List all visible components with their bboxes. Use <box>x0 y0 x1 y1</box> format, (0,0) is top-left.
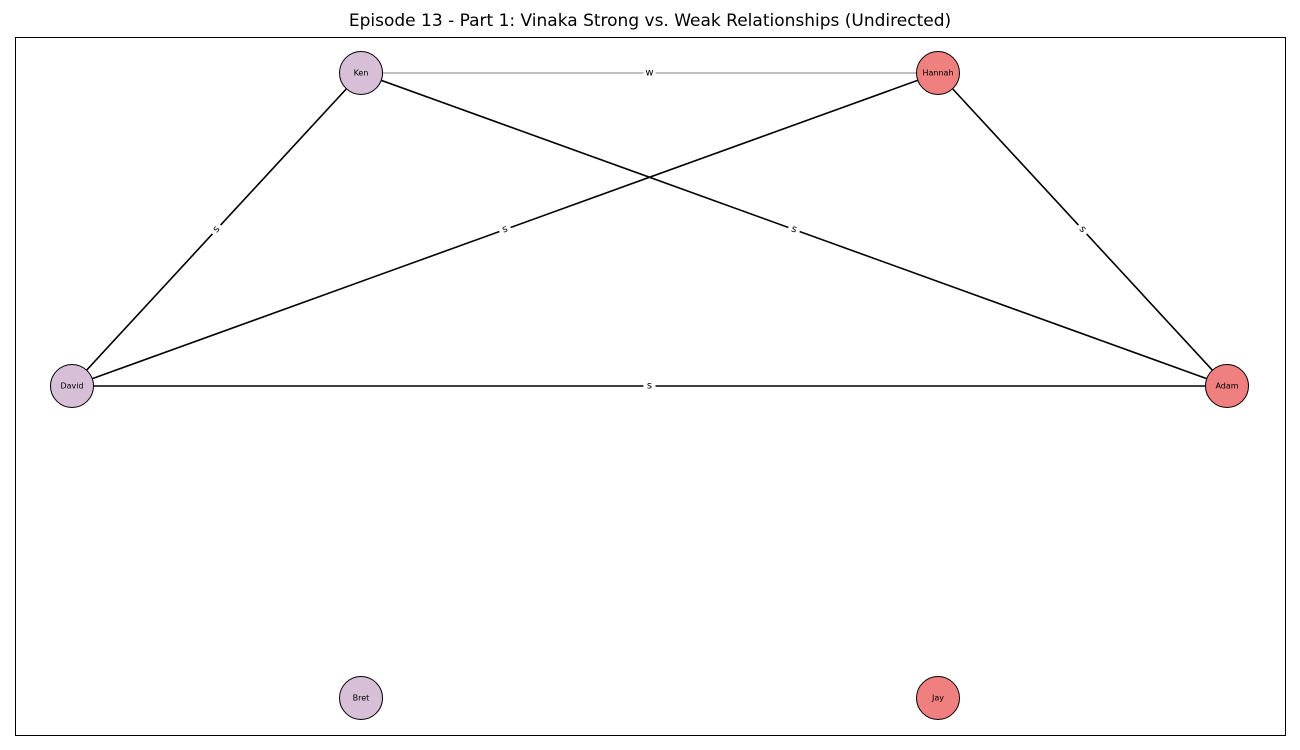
node-hannah: Hannah <box>916 51 960 95</box>
edge-label-group-hannah-adam: s <box>1074 221 1091 238</box>
diagram-title: Episode 13 - Part 1: Vinaka Strong vs. W… <box>348 11 952 31</box>
node-adam: Adam <box>1205 364 1249 408</box>
edge-label-group-hannah-david: s <box>497 221 513 238</box>
edges-layer <box>71 72 1228 387</box>
edge-label: s <box>211 224 223 235</box>
edge-label-group-david-adam: s <box>643 380 656 392</box>
node-label: Bret <box>353 694 370 703</box>
edge-label-background <box>786 221 802 238</box>
edge-labels-layer: w s s s s s <box>208 67 1091 392</box>
edge-label: s <box>1077 224 1089 235</box>
edge-label: s <box>501 223 510 235</box>
plot-frame <box>15 37 1286 736</box>
node-circle <box>339 676 383 720</box>
edge-label-group-ken-hannah: w <box>643 67 656 79</box>
node-jay: Jay <box>916 676 960 720</box>
edge-label-background <box>643 67 656 79</box>
node-label: David <box>60 382 83 391</box>
edge-label-group-ken-adam: s <box>786 221 802 238</box>
edge-label: w <box>645 68 653 79</box>
node-circle <box>1205 364 1249 408</box>
node-ken: Ken <box>339 51 383 95</box>
node-label: Jay <box>931 694 944 703</box>
node-circle <box>916 51 960 95</box>
edge-label-group-ken-david: s <box>208 221 225 238</box>
edge-label-background <box>497 221 513 238</box>
node-bret: Bret <box>339 676 383 720</box>
edge-label: s <box>790 223 799 235</box>
node-circle <box>50 364 94 408</box>
node-label: Adam <box>1215 382 1238 391</box>
edge-label-background <box>208 221 225 238</box>
edge-label: s <box>647 381 652 392</box>
node-circle <box>339 51 383 95</box>
node-label: Hannah <box>922 69 953 78</box>
node-circle <box>916 676 960 720</box>
node-label: Ken <box>354 69 369 78</box>
node-david: David <box>50 364 94 408</box>
edge-label-background <box>1074 221 1091 238</box>
edge-label-background <box>643 380 656 392</box>
